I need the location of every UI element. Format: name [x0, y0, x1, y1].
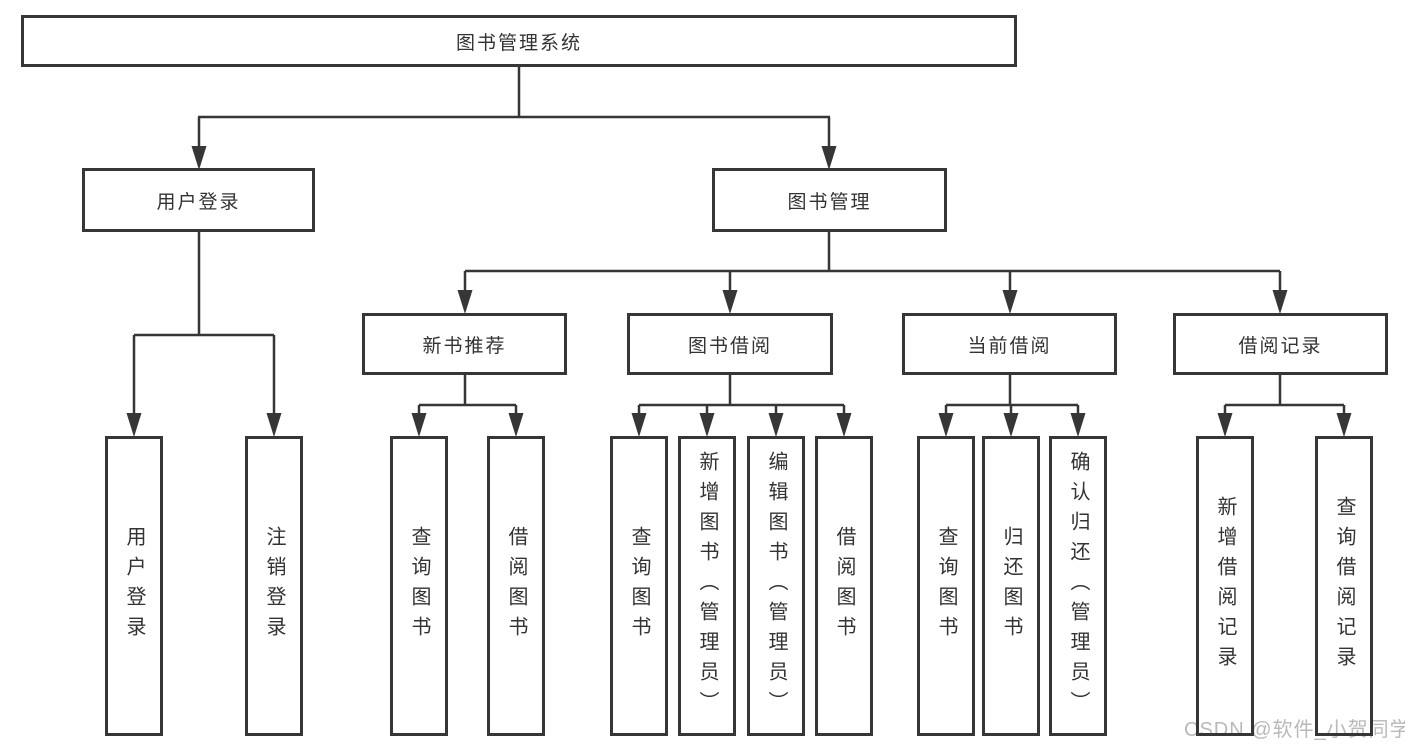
leaf-query-book-current: 查询图书	[917, 436, 975, 736]
leaf-query-book-recommend: 查询图书	[390, 436, 448, 736]
leaf-return-book: 归还图书	[982, 436, 1040, 736]
node-user-login-label: 用户登录	[156, 191, 241, 213]
leaf-add-borrow-record-label: 新增借阅记录	[1214, 496, 1236, 676]
node-root: 图书管理系统	[21, 15, 1017, 67]
leaf-query-borrow-record-label: 查询借阅记录	[1333, 496, 1355, 676]
node-book-management: 图书管理	[712, 168, 947, 232]
leaf-query-book-borrow-label: 查询图书	[628, 526, 650, 646]
leaf-user-login: 用户登录	[105, 436, 163, 736]
node-borrow-record: 借阅记录	[1173, 313, 1388, 375]
node-book-management-label: 图书管理	[787, 191, 872, 213]
leaf-return-book-label: 归还图书	[1000, 526, 1022, 646]
leaf-borrow-book-recommend-label: 借阅图书	[505, 526, 527, 646]
node-book-borrow-label: 图书借阅	[687, 335, 772, 357]
leaf-borrow-book-recommend: 借阅图书	[487, 436, 545, 736]
node-new-book-recommend: 新书推荐	[362, 313, 567, 375]
leaf-query-book-recommend-label: 查询图书	[408, 526, 430, 646]
leaf-borrow-book-label: 借阅图书	[833, 526, 855, 646]
leaf-logout: 注销登录	[245, 436, 303, 736]
node-borrow-record-label: 借阅记录	[1238, 335, 1323, 357]
connector-arrowheads	[126, 146, 1352, 437]
leaf-query-book-current-label: 查询图书	[935, 526, 957, 646]
leaf-edit-book-admin: 编辑图书（管理员）	[747, 436, 805, 736]
leaf-add-book-admin: 新增图书（管理员）	[678, 436, 736, 736]
node-new-book-recommend-label: 新书推荐	[422, 335, 507, 357]
node-current-borrow-label: 当前借阅	[967, 335, 1052, 357]
leaf-borrow-book: 借阅图书	[815, 436, 873, 736]
leaf-add-borrow-record: 新增借阅记录	[1196, 436, 1254, 736]
leaf-query-borrow-record: 查询借阅记录	[1315, 436, 1373, 736]
node-user-login: 用户登录	[82, 168, 315, 232]
node-root-label: 图书管理系统	[455, 32, 582, 54]
node-current-borrow: 当前借阅	[902, 313, 1117, 375]
leaf-confirm-return-admin-label: 确认归还（管理员）	[1067, 451, 1089, 721]
connector-edges	[132, 67, 1346, 417]
leaf-query-book-borrow: 查询图书	[610, 436, 668, 736]
leaf-user-login-label: 用户登录	[123, 526, 145, 646]
leaf-edit-book-admin-label: 编辑图书（管理员）	[765, 451, 787, 721]
leaf-add-book-admin-label: 新增图书（管理员）	[696, 451, 718, 721]
leaf-confirm-return-admin: 确认归还（管理员）	[1049, 436, 1107, 736]
leaf-logout-label: 注销登录	[263, 526, 285, 646]
node-book-borrow: 图书借阅	[627, 313, 833, 375]
